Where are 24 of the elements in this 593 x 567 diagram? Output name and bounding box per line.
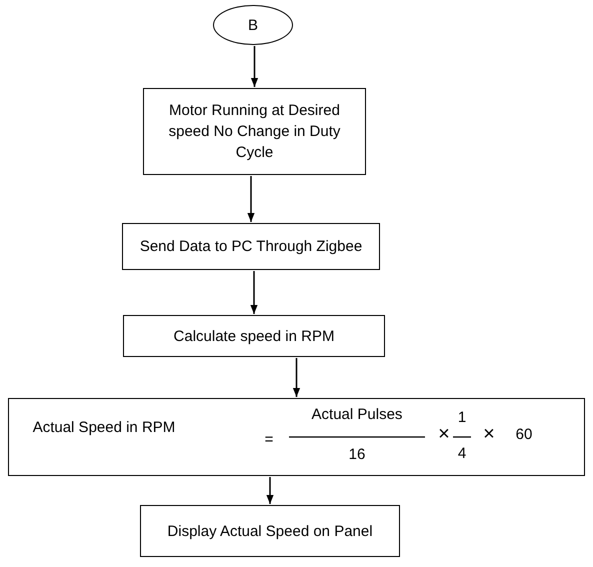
arrow xyxy=(250,271,258,314)
process-box xyxy=(122,223,380,270)
formula-box xyxy=(8,398,585,476)
formula-text: Actual Pulses xyxy=(310,405,404,425)
formula-text: 4 xyxy=(456,444,468,464)
process-box xyxy=(143,88,366,175)
connector-label: B xyxy=(246,16,259,36)
arrow xyxy=(292,358,300,397)
formula-text: 16 xyxy=(348,445,366,465)
equals-sign: = xyxy=(264,430,274,450)
step-text: Motor Running at Desired speed No Change in Duty Cycle xyxy=(168,101,342,163)
multiply-sign: × xyxy=(437,424,451,445)
formula-text: 60 xyxy=(514,425,534,445)
arrow xyxy=(247,176,255,222)
step-text: Calculate speed in RPM xyxy=(172,326,336,346)
multiply-sign: × xyxy=(482,424,496,445)
arrow xyxy=(266,477,274,504)
formula-text: 1 xyxy=(456,408,468,428)
process-box xyxy=(123,315,385,357)
step-text: Display Actual Speed on Panel xyxy=(166,522,374,542)
formula-text: Actual Speed in RPM xyxy=(32,418,176,438)
process-box xyxy=(140,505,400,557)
step-text: Send Data to PC Through Zigbee xyxy=(138,237,364,257)
arrow xyxy=(250,46,258,87)
